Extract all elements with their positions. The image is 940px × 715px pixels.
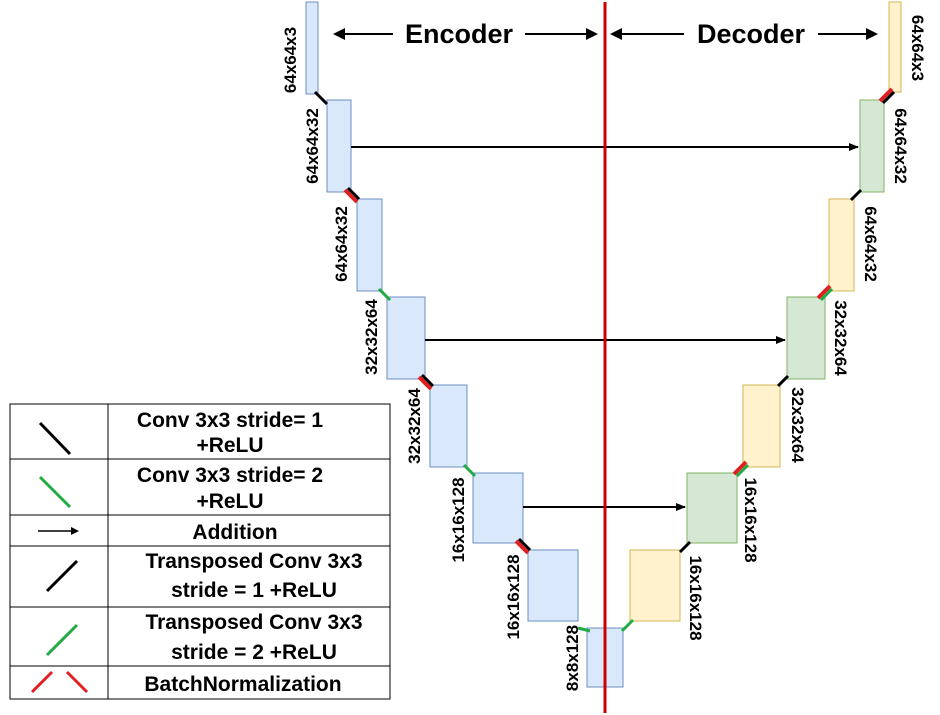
conv-stride1-icon (346, 186, 361, 201)
dimension-label: 16x16x128 (741, 477, 760, 562)
encoder-block-2 (326, 99, 352, 193)
legend-label-line2: +ReLU (196, 434, 263, 457)
arrowhead-icon (333, 28, 345, 40)
batchnorm-icon (816, 284, 832, 300)
batchnorm-icon (65, 670, 89, 694)
legend-label-line1: BatchNormalization (144, 673, 341, 696)
legend-border (9, 403, 391, 700)
transposed-conv-stride1-icon (881, 90, 896, 105)
transposed-conv-stride1-icon (678, 540, 692, 554)
encoder-header: Encoder (405, 19, 514, 49)
section-headers: Encoder Decoder (333, 19, 878, 49)
arrowhead-icon (586, 28, 598, 40)
decoder-block-4 (742, 384, 781, 468)
conv-stride2-icon (462, 463, 477, 478)
decoder-header: Decoder (697, 19, 806, 49)
arrowhead-icon (610, 28, 622, 40)
decoder-block-skip-2 (786, 296, 826, 380)
transposed-conv-stride2-icon (45, 623, 79, 657)
conv-stride1-icon (38, 421, 72, 456)
transposed-conv-stride1-icon (849, 188, 863, 202)
dimension-label: 32x32x64 (405, 388, 424, 464)
batchnorm-icon (343, 188, 359, 204)
decoder-block-skip-3 (686, 472, 738, 544)
dimension-label: 64x64x32 (891, 108, 910, 184)
decoder-block-2 (828, 198, 855, 292)
dimension-label: 16x16x128 (686, 555, 705, 640)
arrowhead-icon (71, 527, 79, 535)
batchnorm-icon (514, 539, 530, 555)
transposed-conv-stride1-icon (45, 559, 79, 593)
dimension-label: 64x64x3 (908, 15, 927, 81)
dimension-label: 64x64x32 (861, 206, 880, 282)
decoder-blocks (629, 1, 902, 622)
encoder-block-5 (429, 384, 468, 468)
encoder-block-4 (386, 296, 426, 380)
conv-stride1-icon (420, 373, 435, 388)
batchnorm-icon (417, 375, 433, 391)
encoder-dimension-labels: 64x64x3 64x64x32 64x64x32 32x32x64 32x32… (281, 27, 582, 691)
encoder-block-3 (356, 198, 383, 292)
conv-stride1-icon (517, 537, 532, 552)
decoder-dimension-labels: 64x64x3 64x64x32 64x64x32 32x32x64 32x32… (686, 15, 927, 641)
decoder-block-6 (629, 549, 681, 622)
decoder-block-output (888, 1, 902, 93)
decoder-block-skip-1 (859, 99, 885, 193)
dimension-label: 32x32x64 (831, 300, 850, 376)
dimension-label: 8x8x128 (563, 625, 582, 691)
encoder-block-6 (472, 472, 524, 544)
transposed-conv-stride2-icon (620, 618, 635, 633)
legend-label-line1: Transposed Conv 3x3 (145, 611, 362, 634)
legend-label-line1: Conv 3x3 stride= 2 (137, 464, 323, 487)
decoder-connectors (620, 87, 896, 633)
conv-stride2-icon (38, 475, 72, 509)
dimension-label: 64x64x3 (281, 27, 300, 93)
batchnorm-icon (30, 670, 54, 694)
dimension-label: 32x32x64 (788, 387, 807, 463)
legend-label-line1: Addition (192, 521, 277, 544)
dimension-label: 16x16x128 (449, 477, 468, 562)
legend-label-line1: Transposed Conv 3x3 (145, 550, 362, 573)
legend: Conv 3x3 stride= 1 +ReLU Conv 3x3 stride… (9, 403, 391, 700)
conv-stride1-icon (313, 90, 329, 106)
encoder-block-7 (527, 549, 579, 622)
batchnorm-icon (878, 87, 894, 103)
encoder-block-1 (305, 1, 319, 95)
legend-label-line2: stride = 1 +ReLU (171, 579, 337, 602)
dimension-label: 64x64x32 (332, 206, 351, 282)
arrowhead-icon (866, 28, 878, 40)
dimension-label: 64x64x32 (303, 108, 322, 184)
legend-label-line1: Conv 3x3 stride= 1 (137, 409, 323, 432)
encoder-connectors (313, 90, 591, 633)
transposed-conv-stride2-icon (819, 287, 834, 302)
dimension-label: 16x16x128 (504, 554, 523, 639)
legend-label-line2: stride = 2 +ReLU (171, 641, 337, 664)
conv-stride2-icon (577, 626, 591, 633)
batchnorm-icon (732, 460, 748, 476)
dimension-label: 32x32x64 (362, 299, 381, 375)
transposed-conv-stride1-icon (776, 374, 790, 388)
transposed-conv-stride2-icon (735, 463, 750, 478)
legend-label-line2: +ReLU (196, 490, 263, 513)
conv-stride2-icon (377, 287, 392, 302)
